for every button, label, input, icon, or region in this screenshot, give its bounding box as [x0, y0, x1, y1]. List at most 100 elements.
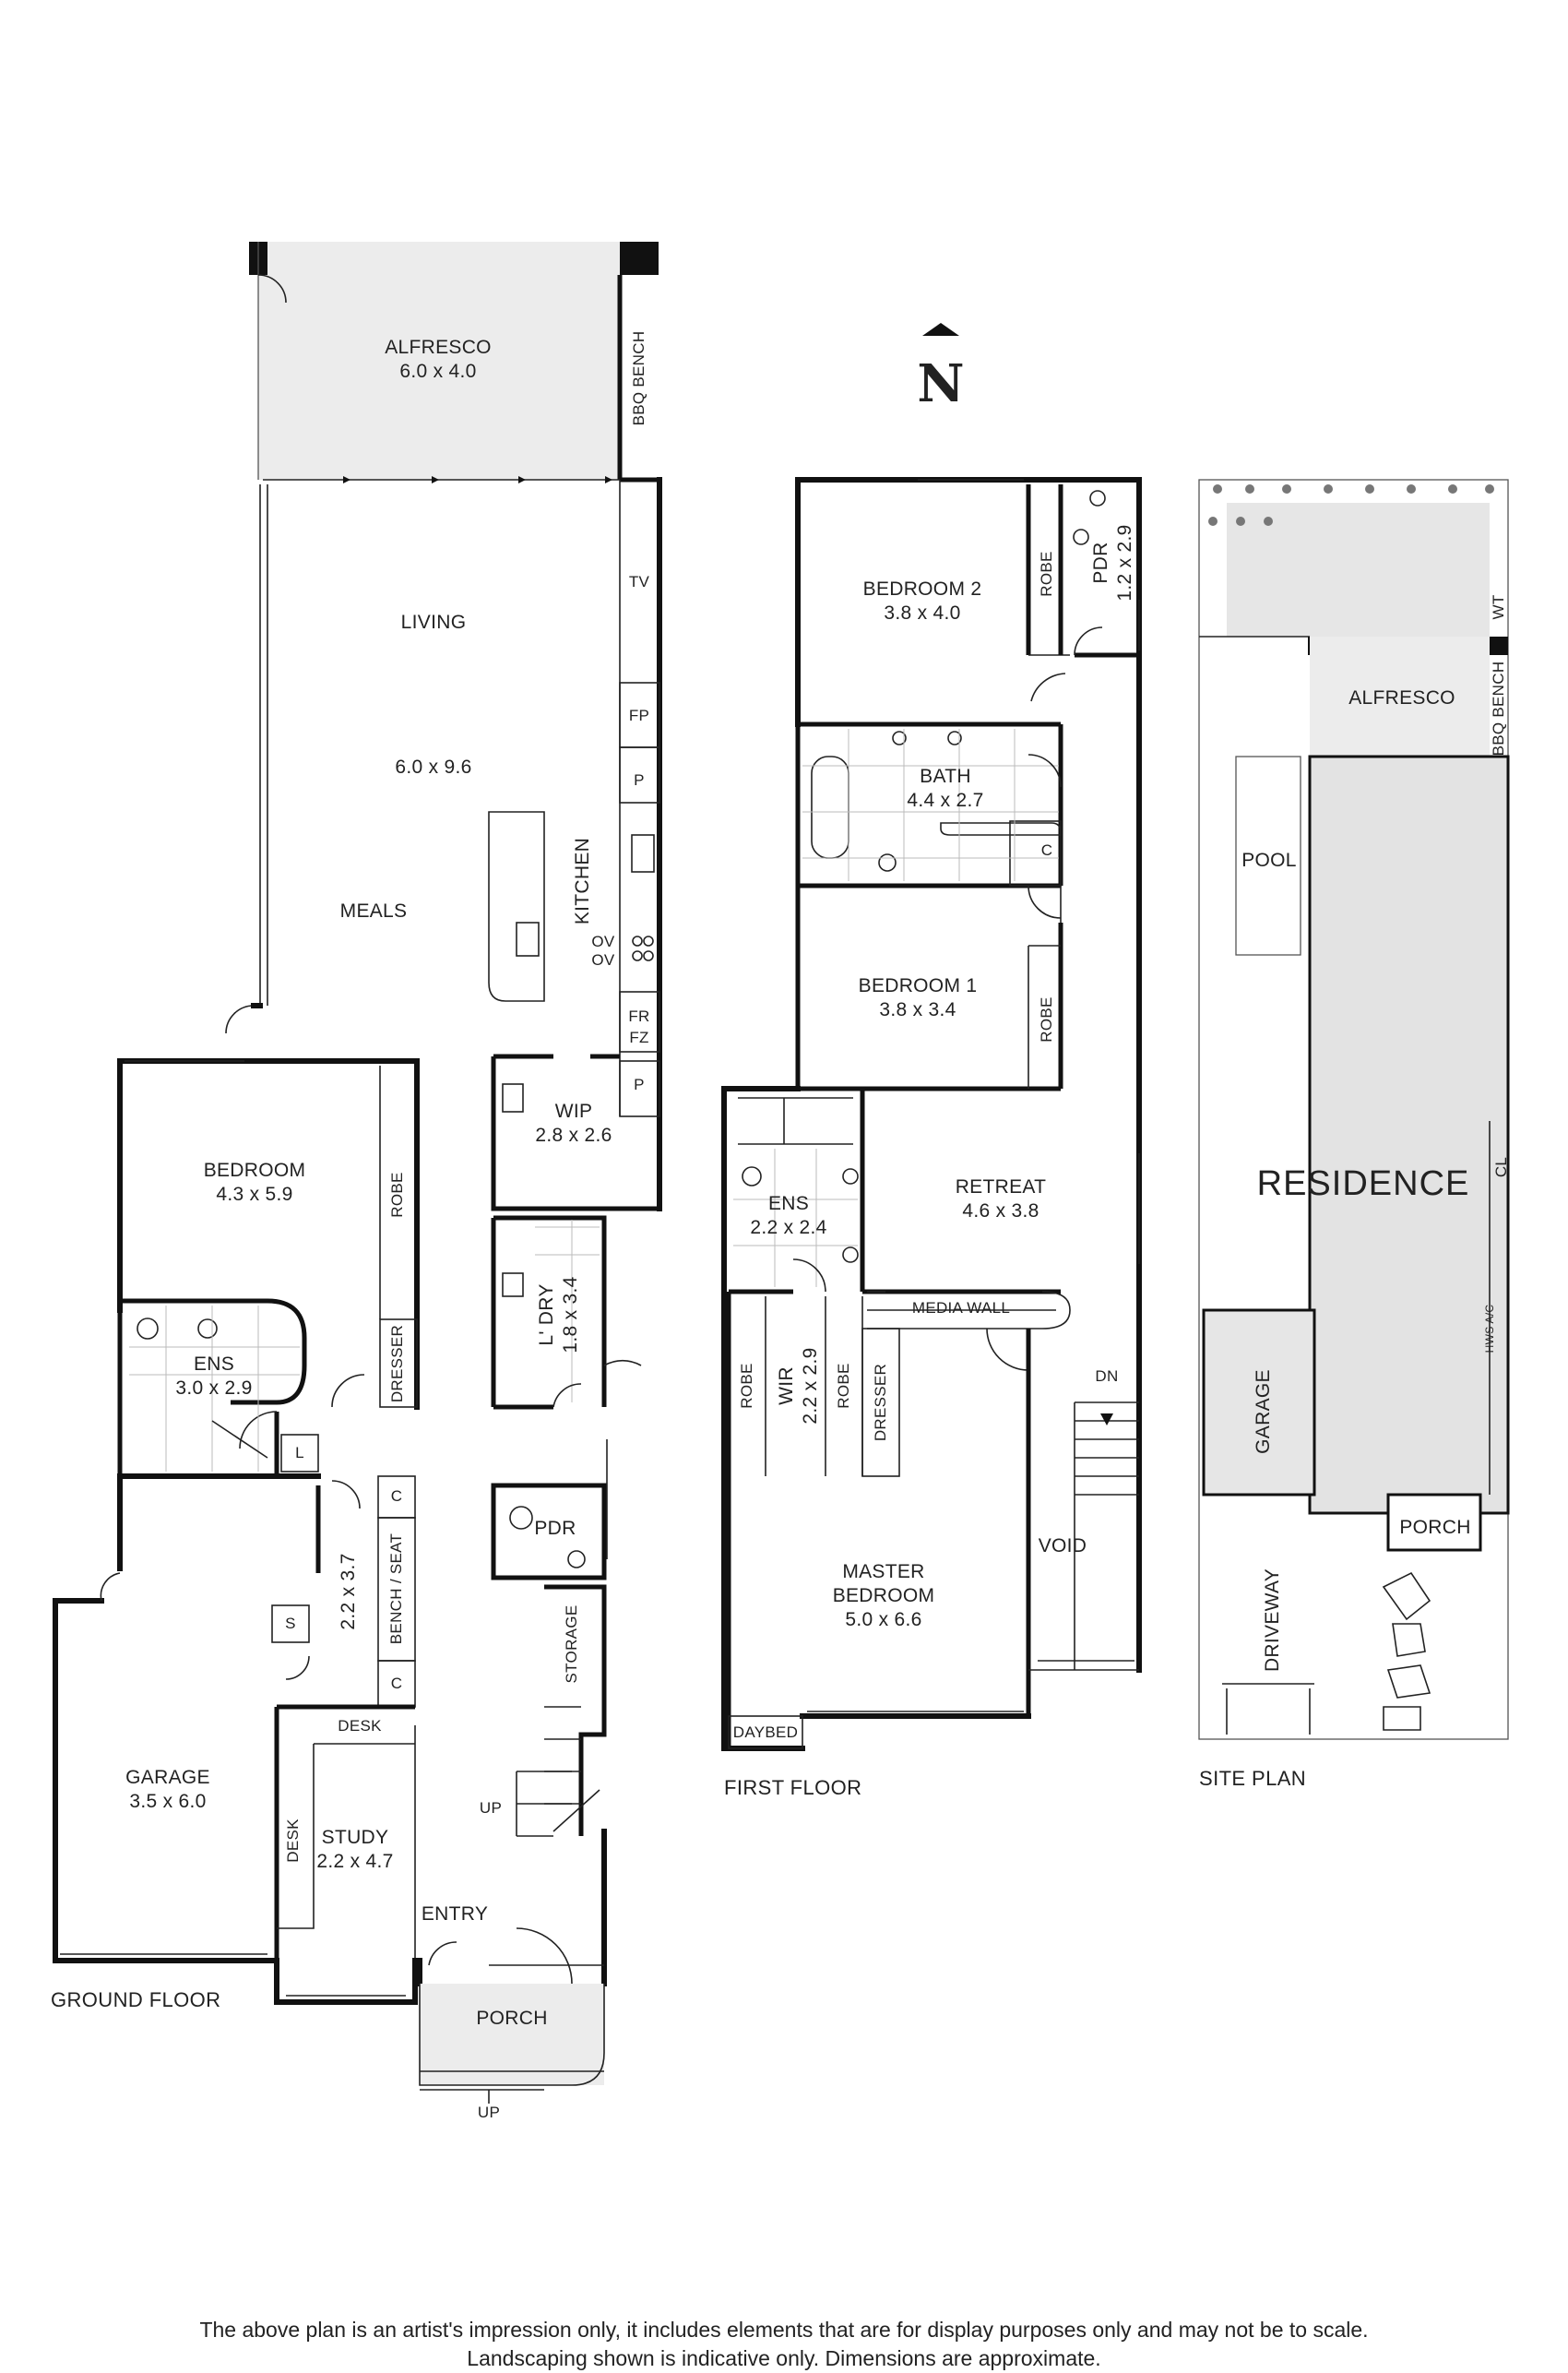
room-dims: 4.6 x 3.8: [962, 1200, 1039, 1222]
room-name: GARAGE: [125, 1767, 210, 1788]
void-label: VOID: [1038, 1535, 1087, 1556]
room-name: L' DRY: [536, 1283, 557, 1346]
hws-ac-label: HWS A/C: [1483, 1304, 1496, 1353]
room-dims: 4.3 x 5.9: [216, 1184, 293, 1205]
room-dims: 3.8 x 3.4: [879, 999, 956, 1020]
first-pdr-room: PDR 1.2 x 2.9: [1089, 524, 1137, 601]
north-arrow-icon: N: [913, 323, 968, 424]
retreat-room: RETREAT 4.6 x 3.8: [956, 1175, 1047, 1223]
room-name: BEDROOM 2: [862, 578, 982, 600]
room-dims: 1.2 x 2.9: [1114, 524, 1135, 602]
room-dims: 1.8 x 3.4: [560, 1276, 581, 1353]
wir-room: WIR 2.2 x 2.9: [775, 1347, 823, 1424]
living-label: LIVING: [400, 612, 467, 633]
room-dims: 5.0 x 6.6: [845, 1609, 922, 1630]
robe-label-4: ROBE: [835, 1363, 852, 1409]
site-alfresco-label: ALFRESCO: [1348, 687, 1455, 709]
master-bedroom-room: MASTER BEDROOM 5.0 x 6.6: [833, 1560, 935, 1632]
hall-dims: 2.2 x 3.7: [338, 1553, 359, 1630]
room-name: PDR: [1090, 542, 1111, 584]
pdr-label: PDR: [534, 1518, 576, 1539]
first-ensuite-room: ENS 2.2 x 2.4: [750, 1192, 826, 1240]
ground-floor-walls: [53, 242, 662, 2104]
dresser-label: DRESSER: [872, 1363, 889, 1442]
pool-label: POOL: [1241, 850, 1297, 871]
oven-label-2: OV: [591, 951, 615, 969]
freezer-label: FZ: [629, 1029, 649, 1046]
linen-label: L: [295, 1444, 304, 1461]
meals-label: MEALS: [339, 900, 408, 922]
room-name: STUDY: [321, 1827, 389, 1848]
room-name: ENS: [767, 1193, 810, 1214]
driveway-label: DRIVEWAY: [1262, 1568, 1283, 1673]
porch-up-label: UP: [477, 2104, 501, 2121]
room-name: ENS: [193, 1353, 235, 1375]
robe-label-3: ROBE: [738, 1363, 755, 1409]
fridge-label: FR: [628, 1008, 650, 1025]
residence-label: RESIDENCE: [1256, 1164, 1470, 1203]
disclaimer-line-2: Landscaping shown is indicative only. Di…: [467, 2346, 1101, 2370]
garage-room: GARAGE 3.5 x 6.0: [125, 1766, 210, 1814]
clothesline-label: CL: [1492, 1156, 1510, 1178]
water-tank-label: WT: [1490, 594, 1507, 620]
bedroom-room: BEDROOM 4.3 x 5.9: [204, 1159, 306, 1207]
site-bbq-bench-label: BBQ BENCH: [1490, 661, 1507, 757]
room-dims: 2.2 x 2.4: [750, 1217, 827, 1238]
disclaimer-line-1: The above plan is an artist's impression…: [199, 2318, 1369, 2342]
bedroom-1-room: BEDROOM 1 3.8 x 3.4: [859, 974, 978, 1022]
kitchen-label: KITCHEN: [572, 837, 593, 925]
room-dims: 3.5 x 6.0: [129, 1791, 207, 1812]
first-floor-caption: FIRST FLOOR: [724, 1776, 862, 1799]
dresser-label: DRESSER: [388, 1324, 406, 1403]
living-dims: 6.0 x 9.6: [395, 757, 472, 778]
disclaimer: The above plan is an artist's impression…: [0, 2316, 1568, 2373]
study-room: STUDY 2.2 x 4.7: [316, 1826, 393, 1874]
room-name: ALFRESCO: [385, 337, 492, 358]
room-name-2: BEDROOM: [832, 1585, 935, 1606]
storage-s-label: S: [285, 1615, 296, 1632]
bath-room: BATH 4.4 x 2.7: [907, 765, 983, 813]
site-porch-label: PORCH: [1399, 1517, 1471, 1538]
robe-label: ROBE: [388, 1172, 406, 1218]
oven-label: OV: [591, 933, 615, 950]
laundry-room: L' DRY 1.8 x 3.4: [535, 1276, 583, 1353]
cupboard-label-2: C: [390, 1675, 403, 1692]
tv-label: TV: [628, 573, 650, 590]
room-name: WIP: [554, 1101, 593, 1122]
room-name: RETREAT: [955, 1176, 1047, 1198]
pantry-label-2: P: [634, 1076, 645, 1093]
first-floor-walls: [721, 477, 1142, 1751]
ensuite-room: ENS 3.0 x 2.9: [175, 1353, 252, 1401]
robe-label: ROBE: [1038, 551, 1055, 597]
room-dims: 6.0 x 4.0: [399, 361, 477, 382]
alfresco-room: ALFRESCO 6.0 x 4.0: [385, 336, 492, 384]
bench-seat-label: BENCH / SEAT: [387, 1532, 405, 1645]
bedroom-2-room: BEDROOM 2 3.8 x 4.0: [863, 578, 982, 626]
wip-room: WIP 2.8 x 2.6: [535, 1100, 612, 1148]
site-garage-label: GARAGE: [1253, 1369, 1274, 1454]
pantry-label: P: [634, 771, 645, 789]
ground-floor-caption: GROUND FLOOR: [51, 1988, 221, 2011]
room-dims: 4.4 x 2.7: [907, 790, 984, 811]
room-dims: 2.8 x 2.6: [535, 1125, 612, 1146]
stairs-down-label: DN: [1095, 1367, 1119, 1385]
cupboard-label: C: [390, 1487, 403, 1505]
room-name: BEDROOM 1: [858, 975, 978, 996]
room-dims: 3.0 x 2.9: [175, 1377, 253, 1399]
porch-label: PORCH: [476, 2008, 548, 2029]
media-wall-label: MEDIA WALL: [911, 1299, 1011, 1317]
fireplace-label: FP: [628, 707, 650, 724]
storage-label: STORAGE: [563, 1604, 580, 1684]
bbq-bench-label: BBQ BENCH: [630, 330, 647, 426]
site-plan-caption: SITE PLAN: [1199, 1767, 1307, 1790]
site-plan-drawing: [1198, 479, 1510, 1740]
cupboard-label: C: [1040, 841, 1053, 859]
room-dims: 3.8 x 4.0: [884, 602, 961, 624]
room-dims: 2.2 x 4.7: [316, 1851, 394, 1872]
room-name: BEDROOM: [203, 1160, 306, 1181]
desk-label: DESK: [338, 1717, 382, 1735]
room-name: MASTER: [842, 1561, 925, 1582]
stairs-up-label: UP: [479, 1799, 503, 1817]
room-name: WIR: [776, 1366, 797, 1405]
